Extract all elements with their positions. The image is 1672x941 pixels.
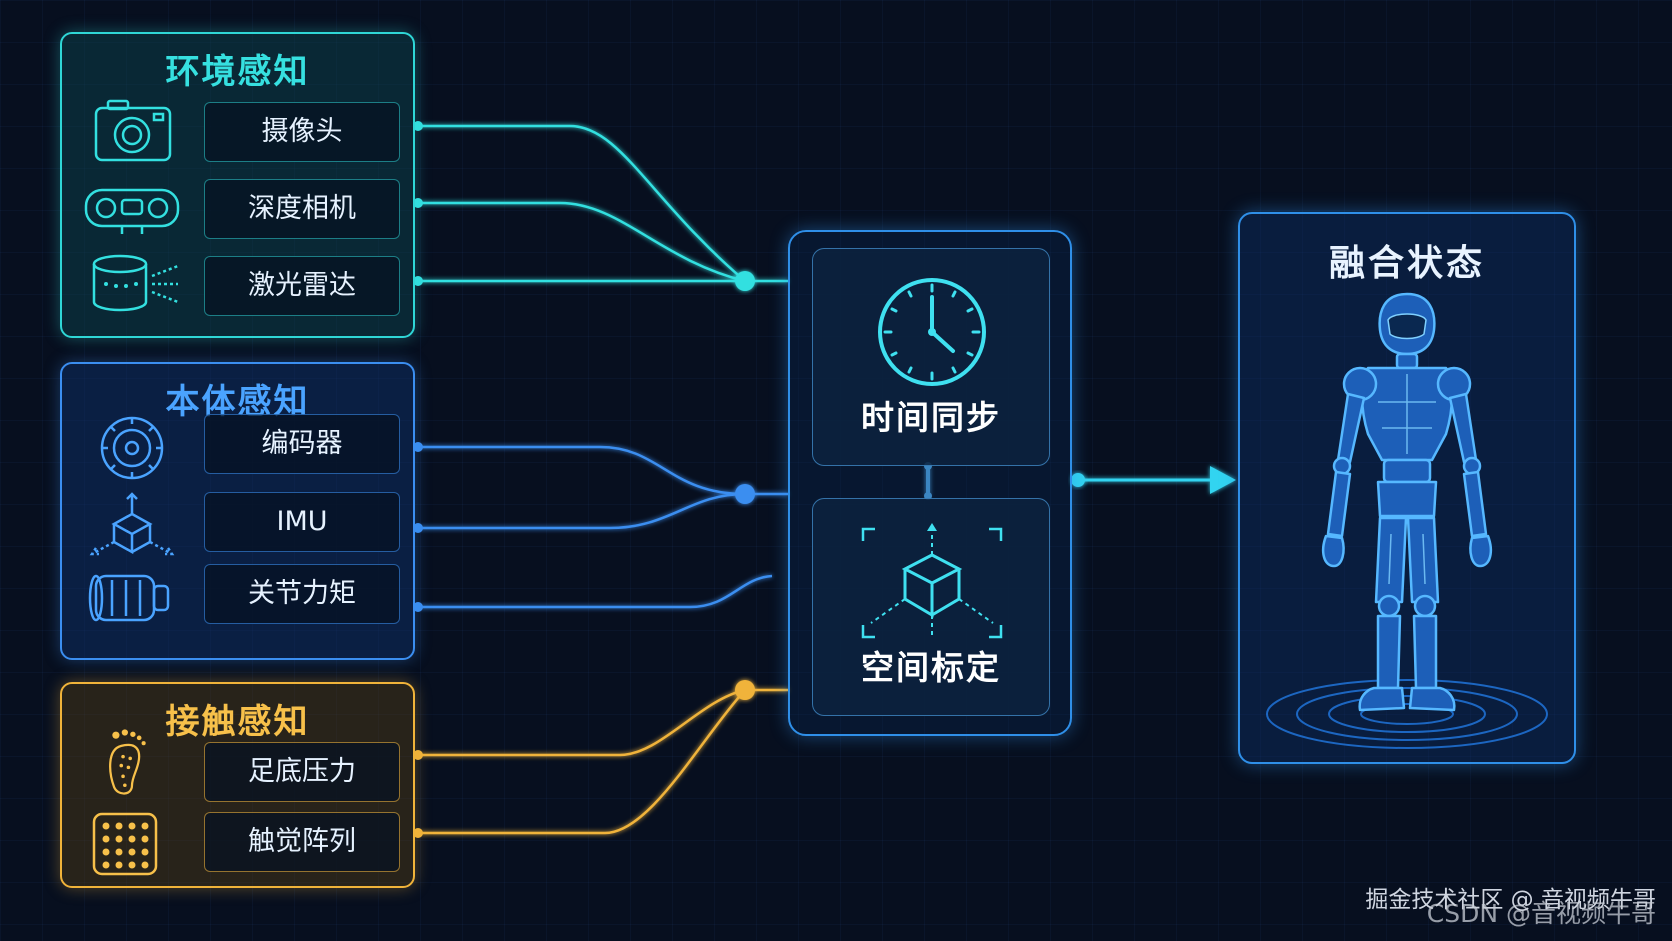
group-title: 接触感知 — [165, 702, 310, 742]
arrow-head — [1210, 466, 1236, 494]
spatial-calibration-label: 空间标定 — [861, 648, 1001, 687]
group-title: 环境感知 — [165, 52, 310, 92]
wire-joint-torque — [418, 574, 773, 609]
wire-encoder — [418, 445, 746, 496]
sensor-camera: 摄像头 — [204, 102, 400, 162]
time-sync-label: 时间同步 — [861, 398, 1001, 437]
port-foot-pressure — [413, 750, 423, 760]
junction-proprioception — [735, 484, 755, 504]
wire-tactile — [418, 689, 746, 835]
wire-foot-pressure — [418, 688, 746, 757]
tactile-array-icon — [92, 812, 158, 876]
port-joint-torque — [413, 602, 423, 612]
port-camera — [413, 121, 423, 131]
sensor-encoder: 编码器 — [204, 414, 400, 474]
lidar-icon — [92, 254, 179, 312]
joint-torque-icon — [88, 574, 170, 622]
port-hub-output — [1071, 473, 1085, 487]
wire-imu — [418, 492, 746, 530]
sensor-tactile-array: 触觉阵列 — [204, 812, 400, 872]
sensor-lidar: 激光雷达 — [204, 256, 400, 316]
port-depth-camera — [413, 198, 423, 208]
spatial-calibration-card: 空间标定 — [812, 498, 1050, 716]
port-imu — [413, 523, 423, 533]
foot-pressure-icon — [109, 729, 146, 795]
group-environment-perception: 环境感知 摄像头 深度相机 激光雷达 — [60, 32, 415, 338]
sensor-foot-pressure: 足底压力 — [204, 742, 400, 802]
cube-icon — [861, 523, 1003, 639]
time-sync-card: 时间同步 — [812, 248, 1050, 466]
watermark-line-2: CSDN @音视频牛哥 — [1426, 899, 1656, 928]
wire-depth-camera — [418, 201, 746, 283]
port-lidar — [413, 276, 423, 286]
imu-icon — [89, 492, 175, 556]
humanoid-robot-icon — [1266, 292, 1548, 749]
wire-camera — [418, 124, 746, 282]
encoder-icon — [100, 416, 164, 480]
depth-camera-icon — [84, 188, 180, 234]
sensor-depth-camera: 深度相机 — [204, 179, 400, 239]
sensor-joint-torque: 关节力矩 — [204, 564, 400, 624]
junction-environment — [735, 271, 755, 291]
sensor-imu: IMU — [204, 492, 400, 552]
camera-icon — [94, 99, 172, 162]
watermark-line-1: 掘金技术社区 @ 音视频牛哥 — [1365, 887, 1656, 913]
group-proprioception: 本体感知 编码器 IMU 关节力矩 — [60, 362, 415, 660]
port-encoder — [413, 442, 423, 452]
port-tactile — [413, 828, 423, 838]
group-contact-perception: 接触感知 足底压力 触觉阵列 — [60, 682, 415, 888]
junction-contact — [735, 680, 755, 700]
fused-state-panel: 融合状态 — [1238, 212, 1576, 764]
fused-state-title: 融合状态 — [1328, 243, 1485, 284]
watermark: 掘金技术社区 @ 音视频牛哥 CSDN @音视频牛哥 — [1365, 887, 1656, 927]
clock-icon — [878, 278, 986, 386]
fusion-hub: 时间同步 空间标定 — [788, 230, 1072, 736]
